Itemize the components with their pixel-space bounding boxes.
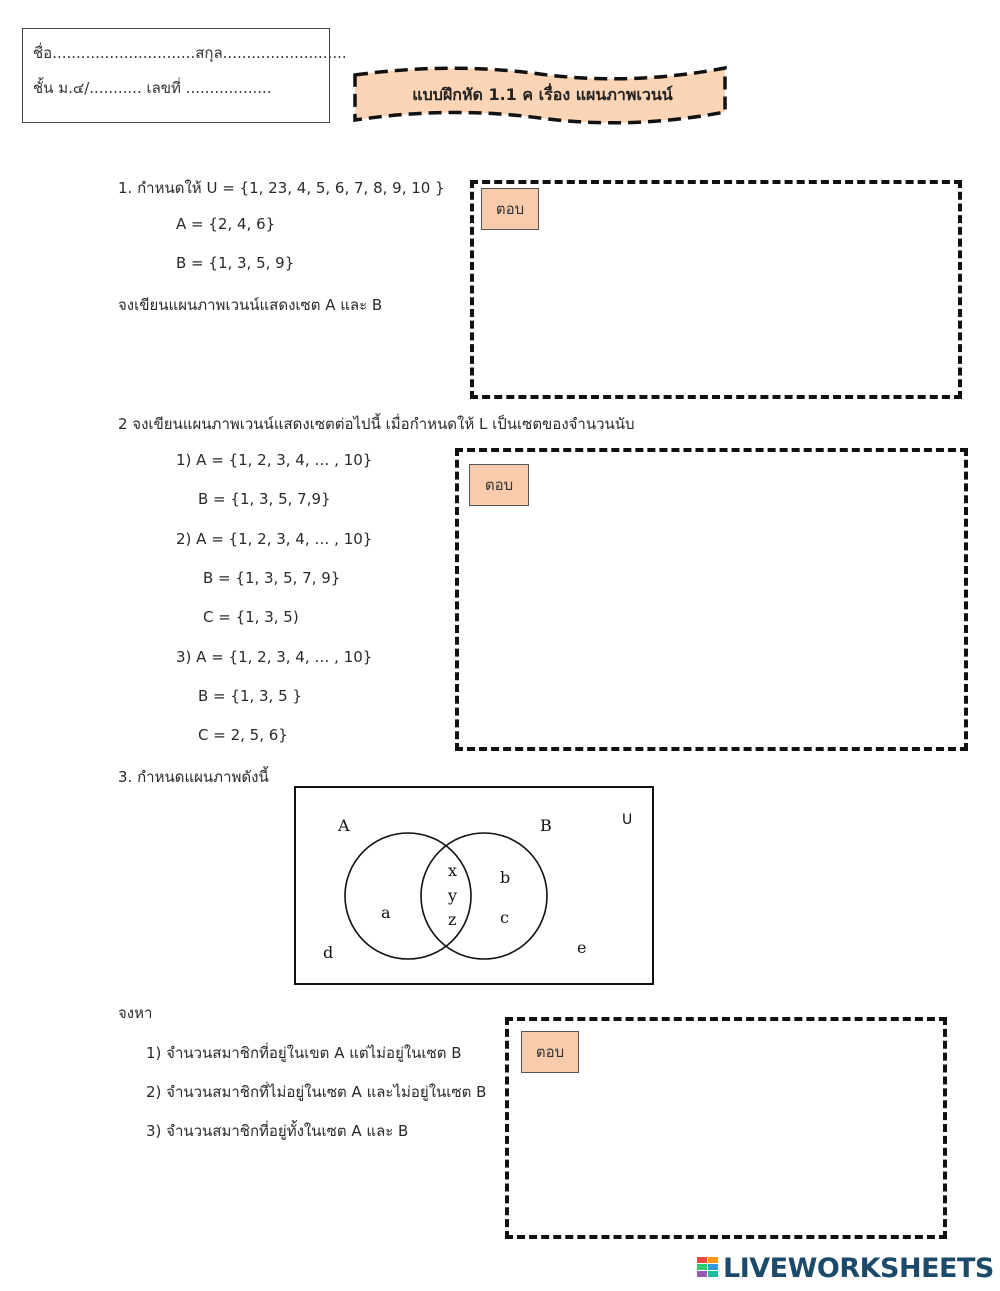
label-b: B [540, 816, 552, 835]
answer-box-3[interactable]: ตอบ [505, 1017, 947, 1239]
q2-item: C = 2, 5, 6} [198, 726, 288, 744]
student-info-box: ชื่อ..............................สกุล..… [22, 28, 347, 123]
q2-item: B = {1, 3, 5, 7, 9} [203, 569, 341, 587]
q2-item: 3) A = {1, 2, 3, 4, … , 10} [176, 648, 373, 666]
q2-item: B = {1, 3, 5, 7,9} [198, 490, 331, 508]
region-x: x [448, 861, 458, 880]
region-b: b [500, 868, 511, 887]
set-a-circle [344, 832, 472, 960]
liveworksheets-icon [697, 1256, 718, 1277]
q3-find: จงหา [118, 1004, 153, 1022]
q1-line2: A = {2, 4, 6} [176, 215, 276, 233]
q3-title: 3. กำหนดแผนภาพดังนี้ [118, 768, 269, 786]
q1-line4: จงเขียนแผนภาพเวนน์แสดงเซต A และ B [118, 296, 383, 314]
region-a: a [381, 903, 391, 922]
set-b-circle [420, 832, 548, 960]
logo-text: LIVEWORKSHEETS [723, 1253, 994, 1284]
answer-label-1: ตอบ [481, 188, 539, 230]
venn-circles [344, 832, 548, 960]
region-e: e [577, 938, 587, 957]
q3-item: 1) จำนวนสมาชิกที่อยู่ในเขต A แต่ไม่อยู่ใ… [146, 1044, 462, 1062]
title-banner: แบบฝึกหัด 1.1 ค เรื่อง แผนภาพเวนน์ [350, 60, 735, 130]
venn-diagram: A B U a x y z b c d e [294, 786, 654, 985]
q2-item: 1) A = {1, 2, 3, 4, … , 10} [176, 451, 373, 469]
liveworksheets-logo: LIVEWORKSHEETS [697, 1253, 994, 1284]
q1-line3: B = {1, 3, 5, 9} [176, 254, 295, 272]
answer-box-1[interactable]: ตอบ [470, 180, 962, 399]
q2-item: 2) A = {1, 2, 3, 4, … , 10} [176, 530, 373, 548]
answer-label-3: ตอบ [521, 1031, 579, 1073]
q2-item: C = {1, 3, 5) [203, 608, 299, 626]
q2-title: 2 จงเขียนแผนภาพเวนน์แสดงเซตต่อไปนี้ เมื่… [118, 415, 635, 433]
region-z: z [448, 910, 457, 929]
q3-item: 3) จำนวนสมาชิกที่อยู่ทั้งในเซต A และ B [146, 1122, 409, 1140]
banner-title: แบบฝึกหัด 1.1 ค เรื่อง แผนภาพเวนน์ [412, 84, 673, 104]
answer-box-2[interactable]: ตอบ [455, 448, 968, 751]
answer-label-2: ตอบ [469, 464, 529, 506]
class-line: ชั้น ม.๔/........... เลขที่ ............… [33, 79, 272, 97]
region-d: d [323, 943, 334, 962]
region-c: c [500, 908, 509, 927]
q3-item: 2) จำนวนสมาชิกที่ไม่อยู่ในเซต A และไม่อย… [146, 1083, 487, 1101]
region-y: y [448, 886, 458, 905]
name-line: ชื่อ..............................สกุล..… [33, 44, 347, 62]
q1-line1: 1. กำหนดให้ U = {1, 23, 4, 5, 6, 7, 8, 9… [118, 179, 445, 197]
label-u: U [622, 812, 633, 828]
banner-shape [353, 65, 727, 125]
label-a: A [338, 816, 350, 835]
q2-item: B = {1, 3, 5 } [198, 687, 302, 705]
